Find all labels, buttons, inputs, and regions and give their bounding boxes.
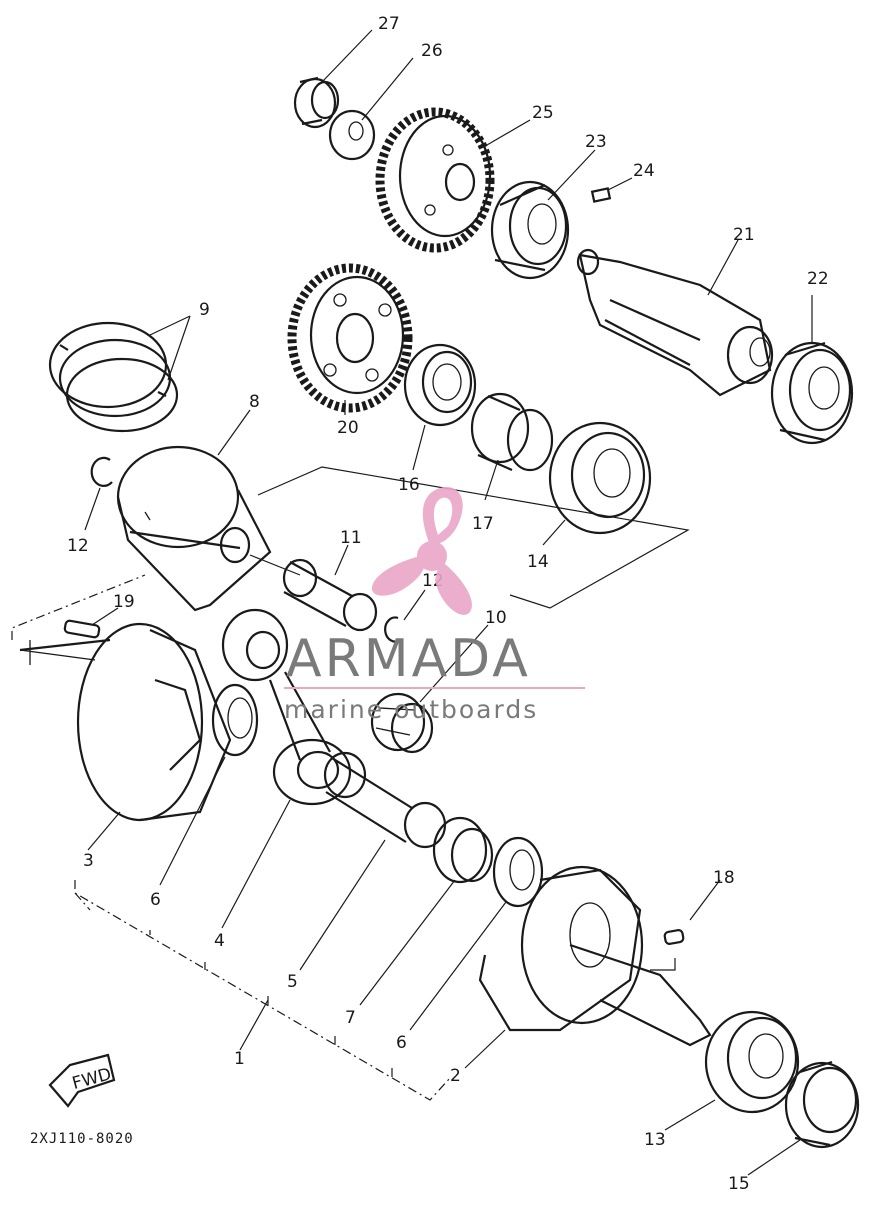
part-20-gear (287, 263, 413, 413)
watermark-tagline: marine outboards (284, 695, 538, 724)
part-2-crank-half-right (478, 865, 712, 1047)
part-17-bushing (470, 392, 554, 472)
part-9-piston-rings (48, 321, 179, 433)
part-13-bearing (704, 1010, 800, 1114)
label-12a: 12 (67, 536, 89, 556)
label-24: 24 (633, 161, 655, 181)
label-6b: 6 (396, 1033, 407, 1053)
part-14-bearing (548, 421, 652, 535)
part-5-crank-pin (323, 751, 447, 849)
leader-lines (84, 29, 813, 1176)
label-15: 15 (728, 1174, 750, 1194)
fwd-label: FWD (70, 1064, 114, 1094)
part-18-key (663, 929, 685, 945)
part-12b-clip (384, 616, 401, 643)
armada-logo-icon (371, 487, 472, 615)
label-10: 10 (485, 608, 507, 628)
piston-frame-lines (257, 466, 690, 609)
label-18: 18 (713, 868, 735, 888)
part-21-balancer-shaft (576, 248, 774, 397)
label-6a: 6 (150, 890, 161, 910)
label-5: 5 (287, 972, 298, 992)
part-27-collar (293, 76, 340, 129)
part-8-piston (116, 445, 272, 612)
part-23-bearing (490, 180, 570, 280)
label-17: 17 (472, 514, 494, 534)
piston-pin-centerline (249, 554, 301, 576)
part-16-bearing (403, 343, 477, 427)
label-4: 4 (214, 931, 225, 951)
label-14: 14 (527, 552, 549, 572)
label-9: 9 (199, 300, 210, 320)
part-24-key (590, 187, 612, 203)
label-21: 21 (733, 225, 755, 245)
part-12a-clip (90, 456, 113, 487)
part-22-bearing (770, 341, 854, 445)
part-6b-washer (492, 836, 544, 908)
diagram-code: 2XJ110-8020 (30, 1131, 134, 1147)
label-13: 13 (644, 1130, 666, 1150)
label-11: 11 (340, 528, 362, 548)
part-26-washer (328, 109, 376, 161)
part-6a-washer (211, 683, 259, 757)
label-19: 19 (113, 592, 135, 612)
label-20: 20 (337, 418, 359, 438)
watermark-brand: ARMADA (286, 629, 531, 689)
assembly-bracket (74, 880, 451, 1101)
fwd-arrow: FWD (48, 1053, 116, 1108)
label-8: 8 (249, 392, 260, 412)
part-15-seal (784, 1060, 860, 1149)
label-16: 16 (398, 475, 420, 495)
label-7: 7 (345, 1008, 356, 1028)
part-3-crank-half-left (19, 622, 232, 822)
part-19-key (63, 619, 101, 639)
piston-group-bracket (11, 574, 146, 640)
label-2: 2 (450, 1066, 461, 1086)
part-10-needle-bearing (370, 692, 434, 754)
label-3: 3 (83, 851, 94, 871)
label-23: 23 (585, 132, 607, 152)
part-25-gear (375, 107, 495, 253)
label-27: 27 (378, 14, 400, 34)
label-22: 22 (807, 269, 829, 289)
part-7-needle-bearing (432, 816, 494, 884)
label-1: 1 (234, 1049, 245, 1069)
label-26: 26 (421, 41, 443, 61)
part-4-connecting-rod (221, 608, 352, 806)
label-25: 25 (532, 103, 554, 123)
part-11-piston-pin (282, 558, 378, 632)
